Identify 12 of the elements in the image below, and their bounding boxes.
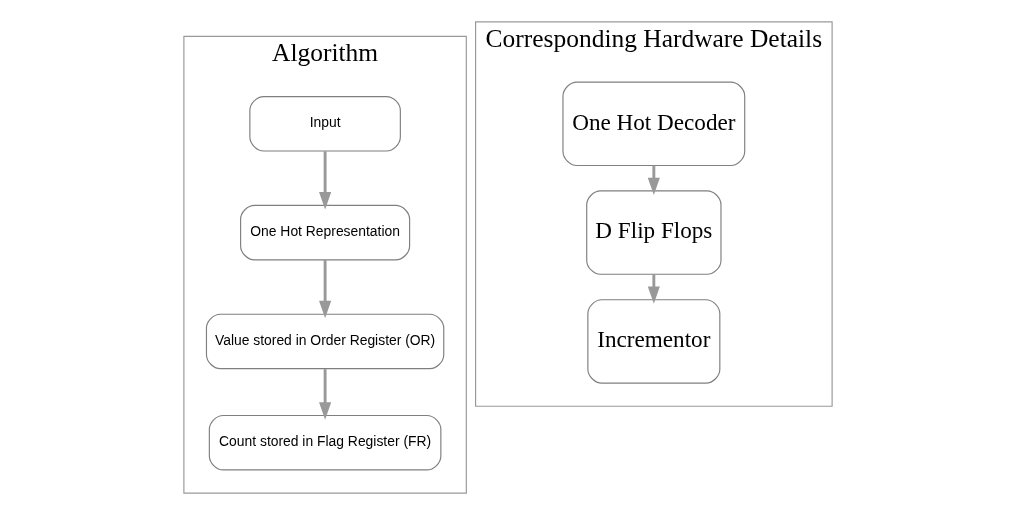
node-box: Incrementor (587, 299, 721, 384)
node-box: One Hot Decoder (562, 81, 746, 167)
arrow (319, 369, 332, 420)
arrow (319, 151, 332, 210)
node-box: Value stored in Order Register (OR) (205, 313, 445, 370)
node-box: Input (249, 96, 401, 152)
arrow (647, 274, 660, 304)
arrow (647, 165, 660, 196)
node-box: D Flip Flops (586, 190, 722, 275)
node-box: One Hot Representation (240, 204, 411, 261)
node-box: Count stored in Flag Register (FR) (208, 414, 442, 471)
arrow (319, 260, 332, 319)
